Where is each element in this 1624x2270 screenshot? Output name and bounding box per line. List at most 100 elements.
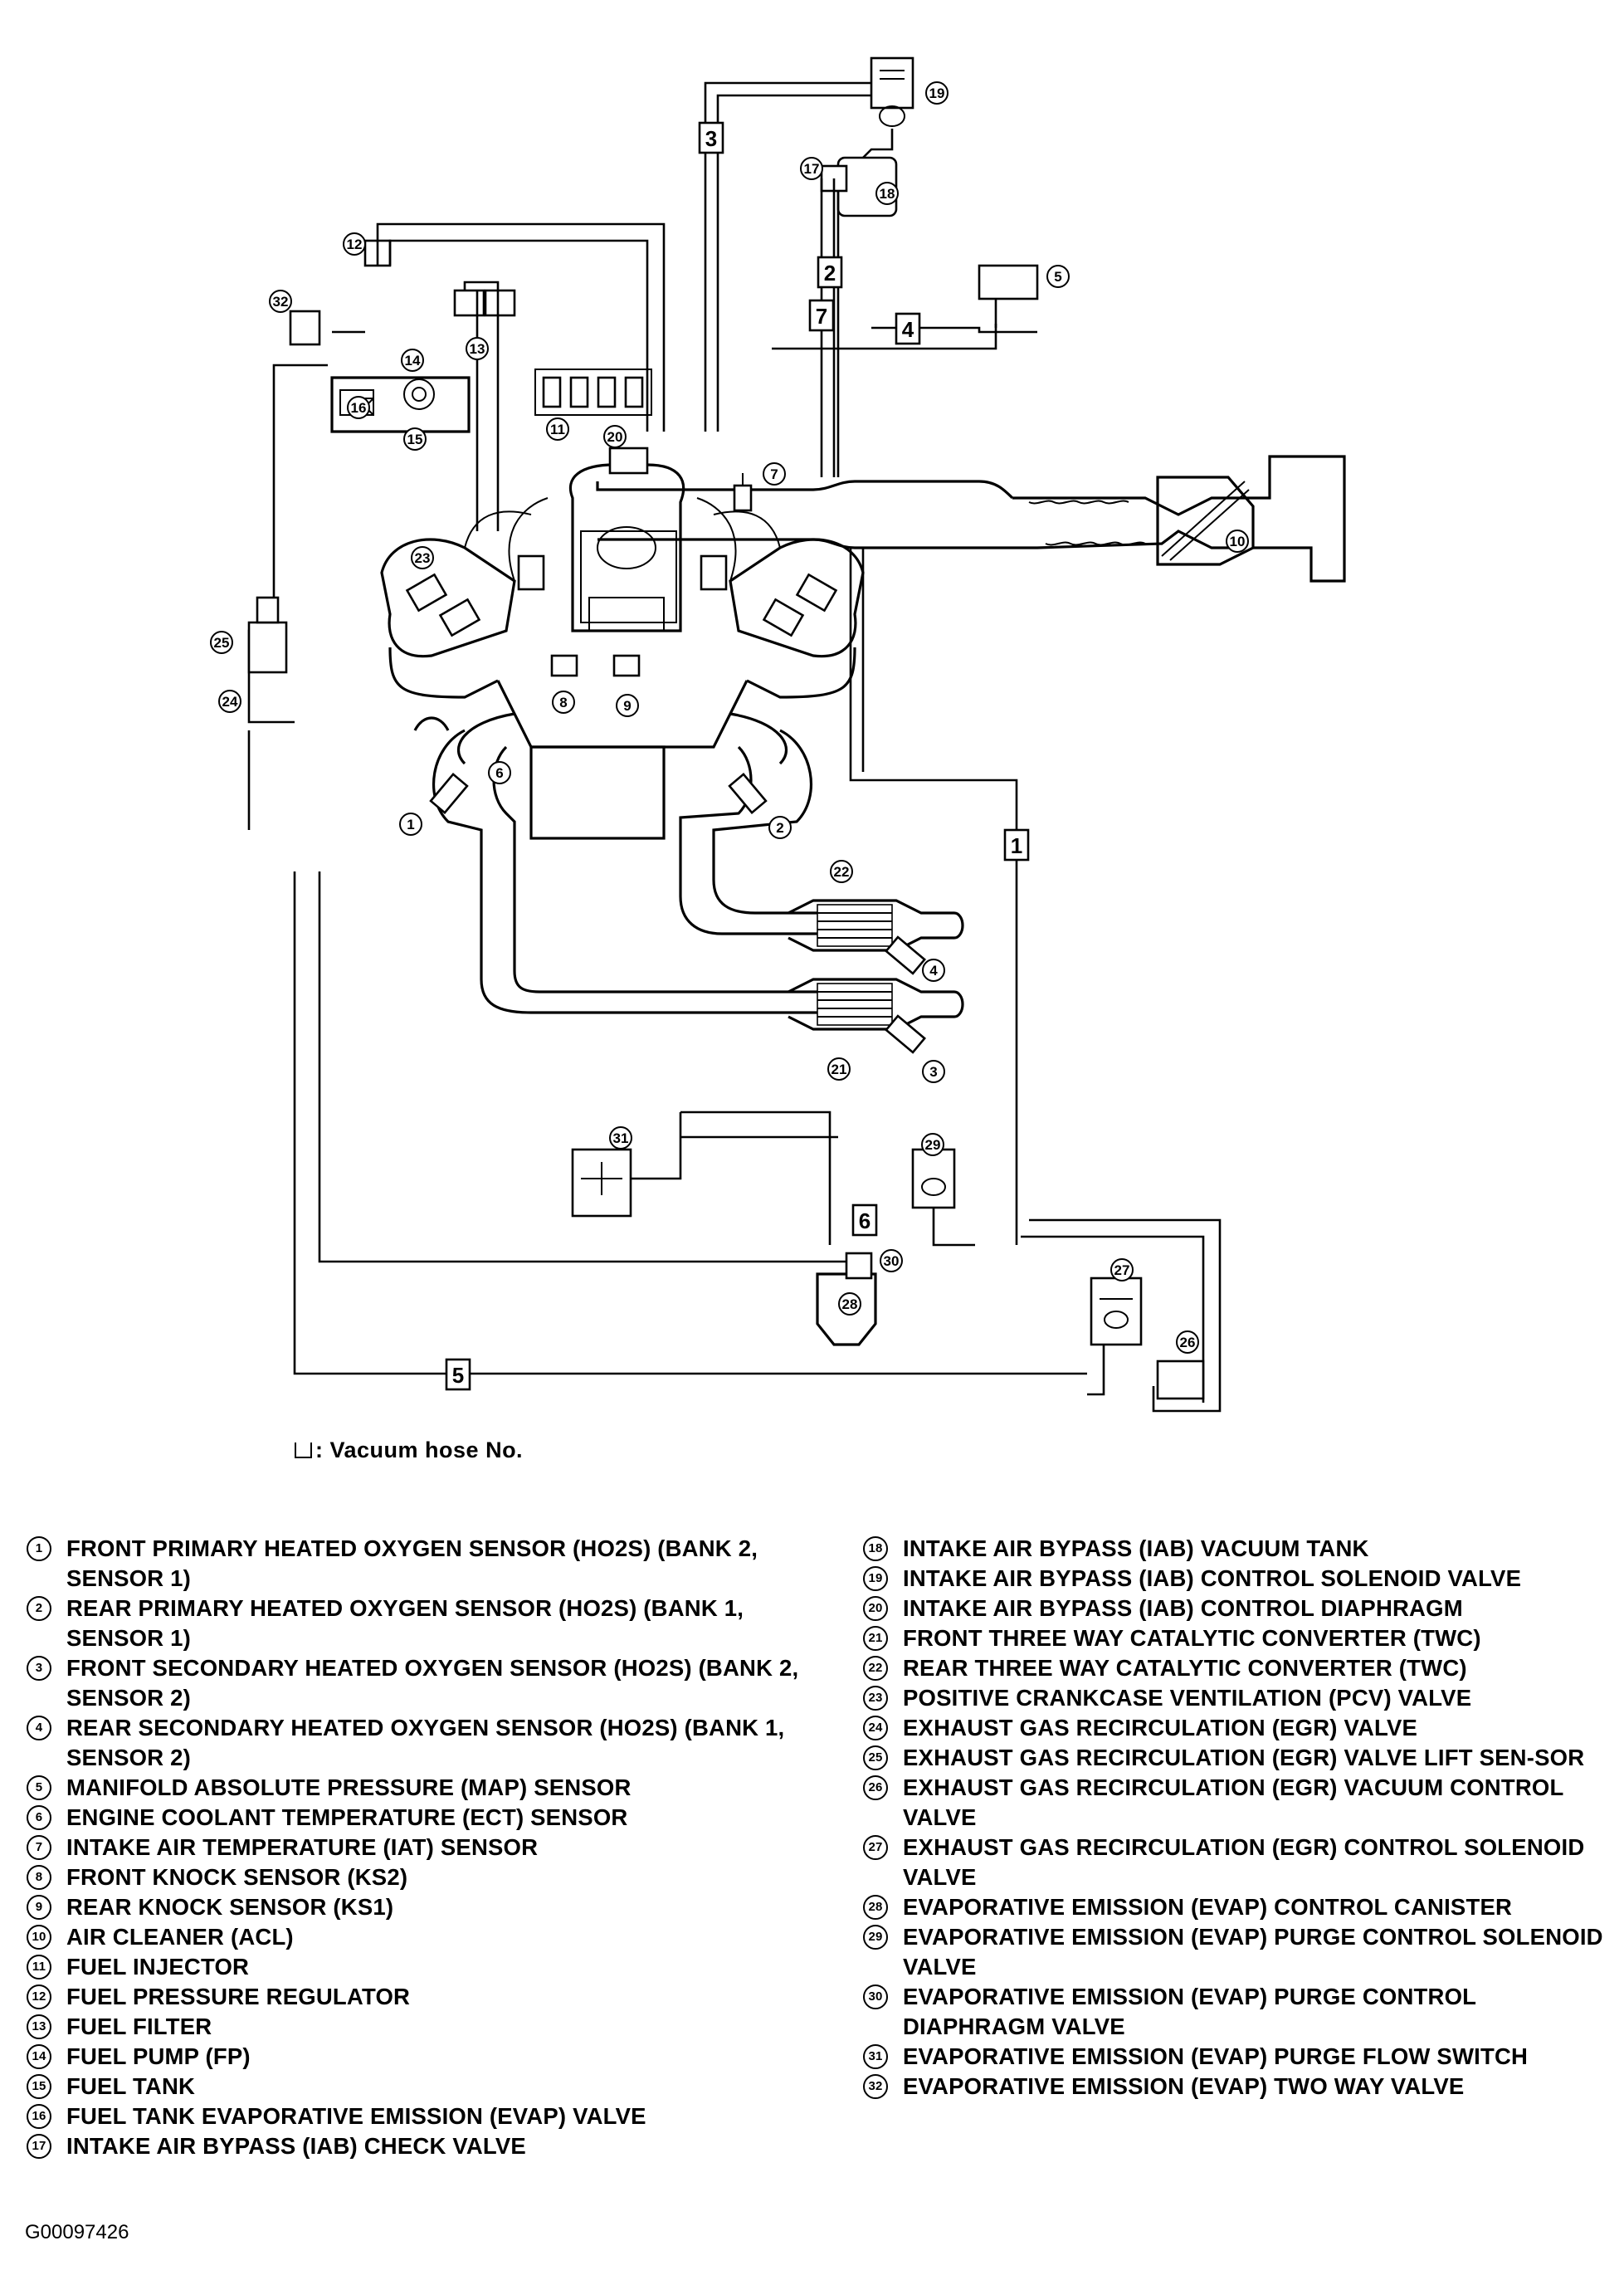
- callout-17: 17: [804, 161, 820, 177]
- callout-3: 3: [929, 1064, 937, 1080]
- callout-8: 8: [559, 695, 567, 710]
- legend-item-number: 9: [27, 1895, 51, 1920]
- callout-32: 32: [273, 294, 289, 310]
- hose-number-7: 7: [816, 304, 827, 329]
- vacuum-hoses: [247, 56, 1222, 1413]
- legend-item-number: 8: [27, 1865, 51, 1890]
- figure-id: G00097426: [25, 2221, 129, 2243]
- legend-item: 30 EVAPORATIVE EMISSION (EVAP) PURGE CONT…: [861, 1982, 1617, 2042]
- callout-9: 9: [623, 698, 631, 714]
- legend-item: 9 REAR KNOCK SENSOR (KS1): [25, 1892, 813, 1922]
- callout-22: 22: [834, 864, 850, 880]
- legend-item-text: INTAKE AIR BYPASS (IAB) VACUUM TANK: [903, 1535, 1369, 1561]
- legend-item-number: 7: [27, 1835, 51, 1860]
- callout-4: 4: [929, 963, 938, 979]
- callout-18: 18: [880, 186, 895, 202]
- legend-item-number: 24: [863, 1716, 888, 1740]
- callout-19: 19: [929, 85, 945, 101]
- legend-item-text: ENGINE COOLANT TEMPERATURE (ECT) SENSOR: [66, 1804, 628, 1830]
- legend-item-text: FUEL INJECTOR: [66, 1954, 250, 1980]
- legend-item-text: FRONT KNOCK SENSOR (KS2): [66, 1864, 408, 1890]
- legend-item-number: 31: [863, 2044, 888, 2069]
- engine-block: [380, 463, 865, 840]
- legend-item-text: REAR THREE WAY CATALYTIC CONVERTER (TWC): [903, 1655, 1467, 1681]
- legend-item-number: 4: [27, 1716, 51, 1740]
- callout-30: 30: [884, 1253, 900, 1269]
- legend-item-text: FUEL PUMP (FP): [66, 2043, 251, 2069]
- callout-21: 21: [832, 1062, 847, 1077]
- legend-item-number: 3: [27, 1656, 51, 1681]
- legend-item-number: 19: [863, 1566, 888, 1591]
- legend-item-text: EVAPORATIVE EMISSION (EVAP) PURGE CONTRO…: [903, 1984, 1476, 2039]
- legend-item-text: EXHAUST GAS RECIRCULATION (EGR) VALVE LI…: [903, 1745, 1585, 1770]
- legend-item-text: POSITIVE CRANKCASE VENTILATION (PCV) VAL…: [903, 1685, 1472, 1711]
- legend-note-text: Vacuum hose No.: [329, 1438, 524, 1462]
- legend-item-number: 12: [27, 1984, 51, 2009]
- legend-item-number: 16: [27, 2104, 51, 2129]
- hose-number-3: 3: [705, 126, 717, 151]
- hose-number-4: 4: [902, 317, 914, 342]
- hose-number-5: 5: [452, 1363, 464, 1388]
- legend-item-number: 14: [27, 2044, 51, 2069]
- legend-item-number: 17: [27, 2134, 51, 2159]
- legend-item-text: EVAPORATIVE EMISSION (EVAP) PURGE FLOW S…: [903, 2043, 1529, 2069]
- legend-item-text: INTAKE AIR BYPASS (IAB) CHECK VALVE: [66, 2133, 526, 2159]
- legend-item-text: FRONT SECONDARY HEATED OXYGEN SENSOR (HO…: [66, 1655, 799, 1711]
- hose-box-symbol: [295, 1443, 312, 1458]
- legend-item: 7 INTAKE AIR TEMPERATURE (IAT) SENSOR: [25, 1833, 813, 1862]
- callout-25: 25: [214, 635, 230, 651]
- legend-item: 17 INTAKE AIR BYPASS (IAB) CHECK VALVE: [25, 2131, 813, 2161]
- callout-5: 5: [1054, 269, 1061, 285]
- legend-item-number: 23: [863, 1686, 888, 1711]
- callout-23: 23: [415, 550, 431, 566]
- legend-item: 16 FUEL TANK EVAPORATIVE EMISSION (EVAP) …: [25, 2102, 813, 2131]
- callout-6: 6: [495, 765, 503, 781]
- callout-26: 26: [1180, 1335, 1196, 1350]
- legend-item-number: 30: [863, 1984, 888, 2009]
- legend-item-number: 28: [863, 1895, 888, 1920]
- component-callouts: 1 2 3 4 5 6 7 8 9 10 11 12 13 14 15 16 1…: [210, 81, 1249, 1354]
- callout-15: 15: [407, 432, 423, 447]
- callout-27: 27: [1114, 1262, 1130, 1278]
- callout-7: 7: [770, 466, 778, 482]
- legend-item-number: 2: [27, 1596, 51, 1621]
- legend-item-text: FUEL TANK: [66, 2073, 196, 2099]
- legend-item-text: INTAKE AIR BYPASS (IAB) CONTROL DIAPHRAG…: [903, 1595, 1463, 1621]
- intake-air-system: [596, 447, 1346, 583]
- callout-1: 1: [407, 817, 414, 832]
- legend-item-text: EXHAUST GAS RECIRCULATION (EGR) VACUUM C…: [903, 1775, 1563, 1830]
- legend-item-number: 11: [27, 1955, 51, 1980]
- legend-item-text: EVAPORATIVE EMISSION (EVAP) PURGE CONTRO…: [903, 1924, 1603, 1980]
- legend-item-text: FUEL PRESSURE REGULATOR: [66, 1984, 411, 2009]
- callout-11: 11: [550, 422, 565, 437]
- legend-item: 8 FRONT KNOCK SENSOR (KS2): [25, 1862, 813, 1892]
- legend-item-text: REAR KNOCK SENSOR (KS1): [66, 1894, 394, 1920]
- legend-item-text: INTAKE AIR TEMPERATURE (IAT) SENSOR: [66, 1834, 539, 1860]
- vacuum-hose-routing-diagram: 1 2 3 4 5 6 7 1 2 3 4 5 6 7 8 9 10 11 12…: [210, 56, 1346, 1413]
- legend-item-number: 29: [863, 1925, 888, 1950]
- legend-item-text: EVAPORATIVE EMISSION (EVAP) TWO WAY VALV…: [903, 2073, 1465, 2099]
- legend-item-number: 20: [863, 1596, 888, 1621]
- vacuum-hose-legend-note: : Vacuum hose No.: [295, 1438, 523, 1463]
- callout-2: 2: [776, 820, 783, 836]
- legend-item-number: 5: [27, 1775, 51, 1800]
- legend-item-number: 27: [863, 1835, 888, 1860]
- callout-12: 12: [347, 237, 363, 252]
- legend-item-text: FUEL TANK EVAPORATIVE EMISSION (EVAP) VA…: [66, 2103, 646, 2129]
